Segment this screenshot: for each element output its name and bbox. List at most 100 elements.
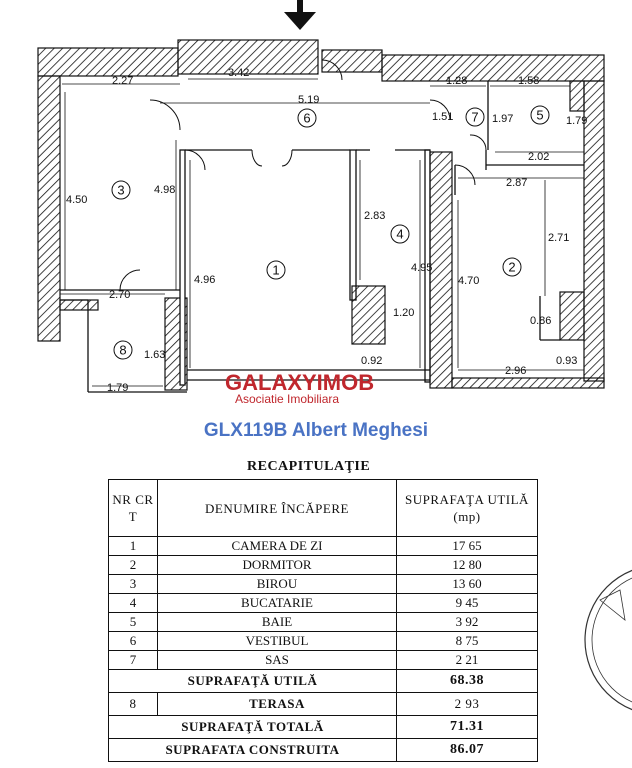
row-nr: 8 [108, 692, 158, 716]
row-area: 3 92 [396, 612, 538, 632]
row-nr: 2 [108, 555, 158, 575]
row-area: 12 80 [396, 555, 538, 575]
row-area: 9 45 [396, 593, 538, 613]
entrance-arrow-icon [284, 0, 316, 30]
svg-text:1.63: 1.63 [144, 349, 165, 361]
svg-text:GALAXYIMOB: GALAXYIMOB [225, 370, 374, 395]
room-6-label: 6 [297, 108, 317, 128]
svg-text:5.19: 5.19 [298, 94, 319, 106]
area-summary-table: NR CR T DENUMIRE ÎNCĂPERE SUPRAFAŢA UTIL… [108, 479, 538, 762]
row-nr: 5 [108, 612, 158, 632]
room-8-label: 8 [113, 340, 133, 360]
table-title: RECAPITULAŢIE [247, 459, 371, 474]
svg-text:0.92: 0.92 [361, 355, 382, 367]
svg-text:2.83: 2.83 [364, 210, 385, 222]
row-nr: 3 [108, 574, 158, 594]
row-name: BAIE [157, 612, 397, 632]
built-area-row: SUPRAFATA CONSTRUITA 86.07 [108, 738, 538, 762]
svg-text:4.95: 4.95 [411, 262, 432, 274]
cadastral-stamp [584, 569, 632, 711]
svg-text:2: 2 [508, 260, 515, 275]
row-area: 13 60 [396, 574, 538, 594]
grand-total-row: SUPRAFAŢĂ TOTALĂ 71.31 [108, 715, 538, 739]
svg-text:3.42: 3.42 [228, 67, 249, 79]
row-name: BIROU [157, 574, 397, 594]
svg-text:7: 7 [471, 110, 478, 125]
row-nr: 1 [108, 536, 158, 556]
svg-text:1.20: 1.20 [393, 307, 414, 319]
svg-text:2.71: 2.71 [548, 232, 569, 244]
terrace-row: 8 TERASA 2 93 [108, 692, 538, 716]
room-1-label: 1 [266, 260, 286, 280]
svg-text:4.98: 4.98 [154, 184, 175, 196]
svg-text:4: 4 [396, 227, 403, 242]
room-4-label: 4 [390, 224, 410, 244]
svg-text:2.02: 2.02 [528, 151, 549, 163]
row-area: 2 93 [396, 692, 538, 716]
room-7-label: 7 [465, 107, 485, 127]
svg-text:1: 1 [272, 263, 279, 278]
svg-text:0.93: 0.93 [556, 355, 577, 367]
svg-text:4.96: 4.96 [194, 274, 215, 286]
listing-id: GLX119B Albert Meghesi [203, 420, 429, 441]
table-header-row: NR CR T DENUMIRE ÎNCĂPERE SUPRAFAŢA UTIL… [108, 479, 538, 537]
row-area: 17 65 [396, 536, 538, 556]
row-nr: 6 [108, 631, 158, 651]
interior-walls [60, 81, 584, 393]
util-total-label: SUPRAFAŢĂ UTILĂ [108, 669, 397, 693]
row-name: CAMERA DE ZI [157, 536, 397, 556]
header-area: SUPRAFAŢA UTILĂ (mp) [396, 479, 538, 537]
util-total-value: 68.38 [396, 669, 538, 693]
floor-plan: 1 2 3 4 5 6 7 8 2.27 3.42 5.19 1.28 1.58… [37, 0, 605, 406]
util-total-row: SUPRAFAŢĂ UTILĂ 68.38 [108, 669, 538, 693]
row-nr: 7 [108, 650, 158, 670]
svg-text:4.70: 4.70 [458, 275, 479, 287]
row-area: 8 75 [396, 631, 538, 651]
svg-text:2.96: 2.96 [505, 365, 526, 377]
svg-text:8: 8 [119, 343, 126, 358]
svg-text:1.79: 1.79 [107, 382, 128, 394]
built-area-value: 86.07 [396, 738, 538, 762]
room-5-label: 5 [530, 105, 550, 125]
header-room-name: DENUMIRE ÎNCĂPERE [157, 479, 397, 537]
svg-text:2.70: 2.70 [109, 289, 130, 301]
row-name: VESTIBUL [157, 631, 397, 651]
svg-text:1.28: 1.28 [446, 75, 467, 87]
svg-text:3: 3 [117, 183, 124, 198]
svg-text:2.87: 2.87 [506, 177, 527, 189]
header-nr: NR CR T [108, 479, 158, 537]
room-labels: 1 2 3 4 5 6 7 8 [111, 105, 550, 360]
svg-text:4.50: 4.50 [66, 194, 87, 206]
dimension-labels: 2.27 3.42 5.19 1.28 1.58 1.51 1.97 1.79 … [66, 67, 587, 394]
exterior-walls [37, 39, 605, 391]
svg-text:Asociatie Imobiliara: Asociatie Imobiliara [235, 392, 339, 406]
svg-text:2.27: 2.27 [112, 75, 133, 87]
galaxyimob-watermark: GALAXYIMOB Asociatie Imobiliara [225, 370, 374, 406]
svg-text:1.51: 1.51 [432, 111, 453, 123]
door-swings [119, 59, 487, 291]
row-name: SAS [157, 650, 397, 670]
svg-text:6: 6 [303, 111, 310, 126]
room-3-label: 3 [111, 180, 131, 200]
grand-total-label: SUPRAFAŢĂ TOTALĂ [108, 715, 397, 739]
svg-text:1.97: 1.97 [492, 113, 513, 125]
row-name: DORMITOR [157, 555, 397, 575]
svg-text:1.58: 1.58 [518, 75, 539, 87]
row-nr: 4 [108, 593, 158, 613]
room-2-label: 2 [502, 257, 522, 277]
row-name: BUCATARIE [157, 593, 397, 613]
svg-text:1.79: 1.79 [566, 115, 587, 127]
svg-text:0.86: 0.86 [530, 315, 551, 327]
row-name: TERASA [157, 692, 397, 716]
row-area: 2 21 [396, 650, 538, 670]
grand-total-value: 71.31 [396, 715, 538, 739]
svg-text:5: 5 [536, 108, 543, 123]
built-area-label: SUPRAFATA CONSTRUITA [108, 738, 397, 762]
